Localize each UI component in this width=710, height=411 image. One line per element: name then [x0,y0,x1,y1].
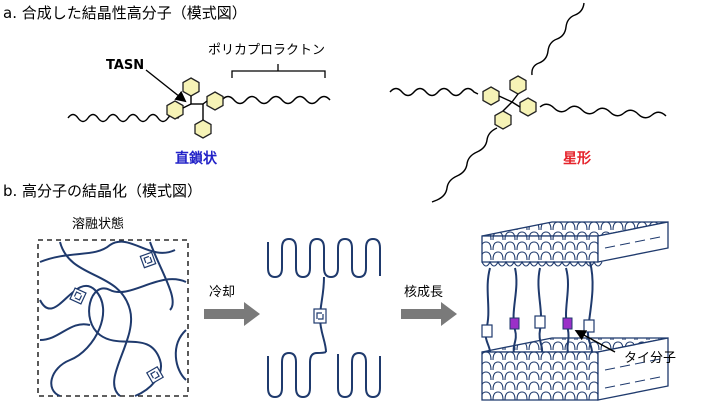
hexagon [494,110,512,130]
linear-right-chain [221,95,331,105]
arm-brace [231,64,326,78]
folded-chain-top [267,237,381,279]
tasn-pointer [145,69,187,103]
melt-state: 溶融状態 [37,216,189,397]
linear-polymer: TASN ポリカプロラクトン 直鎖状 [67,43,331,167]
star-arm-left [389,87,479,97]
section-a-title: a. 合成した結晶性高分子（模式図） [3,4,247,22]
hexagon [194,119,212,139]
linear-label: 直鎖状 [175,150,218,167]
tie-marker [509,317,520,330]
arrow-shape [204,302,260,326]
melt-chain [39,323,91,341]
crystal-structure: タイ分子 [481,221,676,401]
linear-left-chain [67,113,182,123]
hexagon [482,86,500,106]
star-arm-lower-left [431,127,498,203]
star-polymer: 星形 [389,2,667,203]
melt-box [37,239,189,397]
cooling-label: 冷却 [209,285,235,300]
melt-chain [88,278,187,397]
lower-lamella [481,337,669,401]
tie-molecules [481,261,595,353]
melt-chain [174,329,187,381]
folded-chain-bottom [267,351,381,399]
melt-chain [39,284,105,397]
hexagon [519,97,537,117]
tasn-label: TASN [106,58,144,73]
cooling-arrow: 冷却 [204,285,260,326]
arrow-shape [401,302,457,326]
melt-label: 溶融状態 [72,216,124,232]
tie-marker [562,317,573,330]
tie-pointer [574,329,616,353]
tasn-core-star [482,75,537,130]
melt-chain [59,241,133,397]
arm-label: ポリカプロラクトン [208,43,325,58]
hexagon [166,100,184,120]
star-label: 星形 [563,150,591,167]
hexagon [182,77,200,97]
tie-label: タイ分子 [624,351,676,366]
growth-label: 核成長 [404,285,443,300]
folded-chains [267,237,381,399]
star-arm-right [539,103,667,119]
hexagon [206,91,224,111]
tasn-core-linear [166,77,224,139]
star-arm-upper-right [531,2,585,76]
growth-arrow: 核成長 [401,285,457,326]
melt-chain [149,241,174,311]
upper-lamella [481,221,669,267]
hexagon [509,75,527,95]
section-b-title: b. 高分子の結晶化（模式図） [3,182,202,200]
